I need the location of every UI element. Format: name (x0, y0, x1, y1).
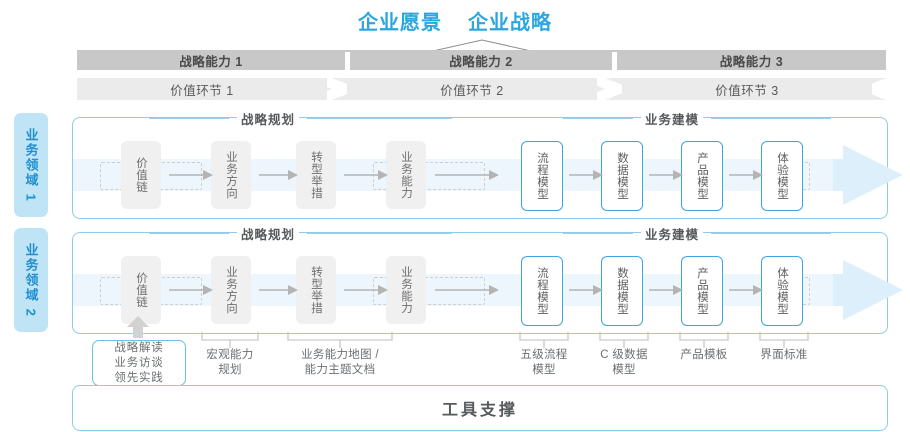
domain-row-2-panel: 价值链 业务方向 转型举措 业务能力 流程模型 数据模型 产品模型 体验模型 战… (72, 223, 903, 334)
tool-label-process-model: 五级流程 模型 (494, 348, 594, 378)
node-label: 体验模型 (776, 267, 788, 315)
node-label: 价值链 (135, 272, 147, 308)
tool-label-product-template: 产品模板 (654, 348, 754, 363)
domain-row-1-panel: 价值链 业务方向 转型举措 业务能力 流程模型 数据模型 产品模型 体验模型 (72, 108, 903, 219)
node-product-model-2[interactable]: 产品模型 (681, 256, 723, 326)
tool-label-line-1: 产品模板 (680, 349, 728, 361)
node-transformation-2[interactable]: 转型举措 (296, 256, 336, 324)
capability-label-3: 战略能力 3 (719, 54, 784, 69)
tool-label-line-2: 模型 (612, 364, 636, 376)
capability-bar-1[interactable]: 战略能力 1 (77, 50, 345, 70)
slot-1-b (373, 162, 485, 190)
node-label: 产品模型 (696, 152, 708, 200)
tool-highlight-line-3: 领先实践 (114, 371, 164, 384)
domain-tab-1[interactable]: 业务领域 1 (14, 113, 48, 217)
value-chain-label-2: 价值环节 2 (440, 83, 504, 98)
capability-bar-2[interactable]: 战略能力 2 (350, 50, 612, 70)
node-data-model-2[interactable]: 数据模型 (601, 256, 643, 326)
node-label: 体验模型 (776, 152, 788, 200)
tool-label-ui-standard: 界面标准 (734, 348, 834, 363)
node-label: 转型举措 (310, 151, 322, 199)
tool-label-line-1: 界面标准 (760, 349, 808, 361)
node-label: 数据模型 (616, 152, 628, 200)
tool-label-data-model: C 级数据 模型 (574, 348, 674, 378)
slot-2-b (373, 277, 485, 305)
node-label: 业务方向 (225, 266, 237, 314)
domain-tab-1-label: 业务领域 1 (23, 127, 39, 203)
domain-tab-2-label: 业务领域 2 (23, 242, 39, 318)
row-1-connectors (169, 170, 763, 180)
node-business-capability-1[interactable]: 业务能力 (386, 141, 426, 209)
node-transformation-1[interactable]: 转型举措 (296, 141, 336, 209)
node-label: 业务能力 (400, 266, 412, 314)
section-caption-text: 战略规划 (237, 108, 300, 128)
tool-label-line-1: 五级流程 (520, 349, 568, 361)
enterprise-strategy-title: 企业战略 (468, 12, 552, 34)
tool-label-line-2: 规划 (218, 364, 242, 376)
node-label: 数据模型 (616, 267, 628, 315)
node-label: 流程模型 (536, 152, 548, 200)
tool-label-capability-map: 业务能力地图 / 能力主题文档 (280, 348, 400, 378)
vision-strategy-titles: 企业愿景 企业战略 (0, 6, 910, 35)
tool-support-panel: 工具支撑 (72, 385, 888, 431)
section-caption-text: 业务建模 (641, 223, 704, 243)
node-value-chain-2[interactable]: 价值链 (121, 256, 161, 324)
capability-label-2: 战略能力 2 (449, 54, 513, 69)
tool-label-line-1: 业务能力地图 / (301, 349, 379, 361)
node-value-chain-1[interactable]: 价值链 (121, 141, 161, 209)
node-label: 价值链 (135, 157, 147, 193)
tool-highlight-line-1: 战略解读 (114, 341, 164, 354)
tool-label-macro-capability: 宏观能力 规划 (180, 348, 280, 378)
node-label: 产品模型 (696, 267, 708, 315)
node-business-direction-1[interactable]: 业务方向 (211, 141, 251, 209)
tool-label-line-1: C 级数据 (600, 349, 648, 361)
tool-label-line-1: 宏观能力 (206, 349, 254, 361)
capability-label-1: 战略能力 1 (179, 54, 243, 69)
row-2-connectors (169, 285, 763, 295)
tool-brackets (201, 332, 809, 348)
value-chain-label-1: 价值环节 1 (170, 83, 234, 98)
enterprise-vision-title: 企业愿景 (358, 12, 442, 34)
value-chain-segment-3[interactable]: 价值环节 3 (622, 78, 872, 100)
tool-label-line-2: 模型 (532, 364, 556, 376)
node-business-direction-2[interactable]: 业务方向 (211, 256, 251, 324)
section-caption-text: 战略规划 (237, 223, 300, 243)
section-caption-2-modeling: 业务建模 (563, 223, 832, 243)
node-label: 流程模型 (536, 267, 548, 315)
node-process-model-1[interactable]: 流程模型 (521, 141, 563, 211)
node-label: 转型举措 (310, 266, 322, 314)
node-data-model-1[interactable]: 数据模型 (601, 141, 643, 211)
section-caption-1-strategy: 战略规划 (149, 108, 453, 128)
value-chain-label-3: 价值环节 3 (715, 83, 779, 98)
section-caption-1-modeling: 业务建模 (563, 108, 832, 128)
tool-support-label: 工具支撑 (441, 402, 518, 419)
value-chain-segment-1[interactable]: 价值环节 1 (77, 78, 327, 100)
node-experience-model-2[interactable]: 体验模型 (761, 256, 803, 326)
node-experience-model-1[interactable]: 体验模型 (761, 141, 803, 211)
node-business-capability-2[interactable]: 业务能力 (386, 256, 426, 324)
capability-bar-3[interactable]: 战略能力 3 (617, 50, 886, 70)
up-arrow-to-value-chain (127, 316, 149, 338)
section-caption-2-strategy: 战略规划 (149, 223, 453, 243)
node-label: 业务方向 (225, 151, 237, 199)
value-chain-chevrons: 价值环节 1 价值环节 2 价值环节 3 (77, 78, 886, 100)
section-caption-text: 业务建模 (641, 108, 704, 128)
domain-tab-2[interactable]: 业务领域 2 (14, 228, 48, 332)
node-process-model-2[interactable]: 流程模型 (521, 256, 563, 326)
value-chain-segment-2[interactable]: 价值环节 2 (347, 78, 597, 100)
tool-highlight-line-2: 业务访谈 (114, 356, 164, 369)
tool-label-line-2: 能力主题文档 (304, 364, 376, 376)
tool-highlight-box[interactable]: 战略解读 业务访谈 领先实践 (92, 340, 186, 386)
node-label: 业务能力 (400, 151, 412, 199)
node-product-model-1[interactable]: 产品模型 (681, 141, 723, 211)
